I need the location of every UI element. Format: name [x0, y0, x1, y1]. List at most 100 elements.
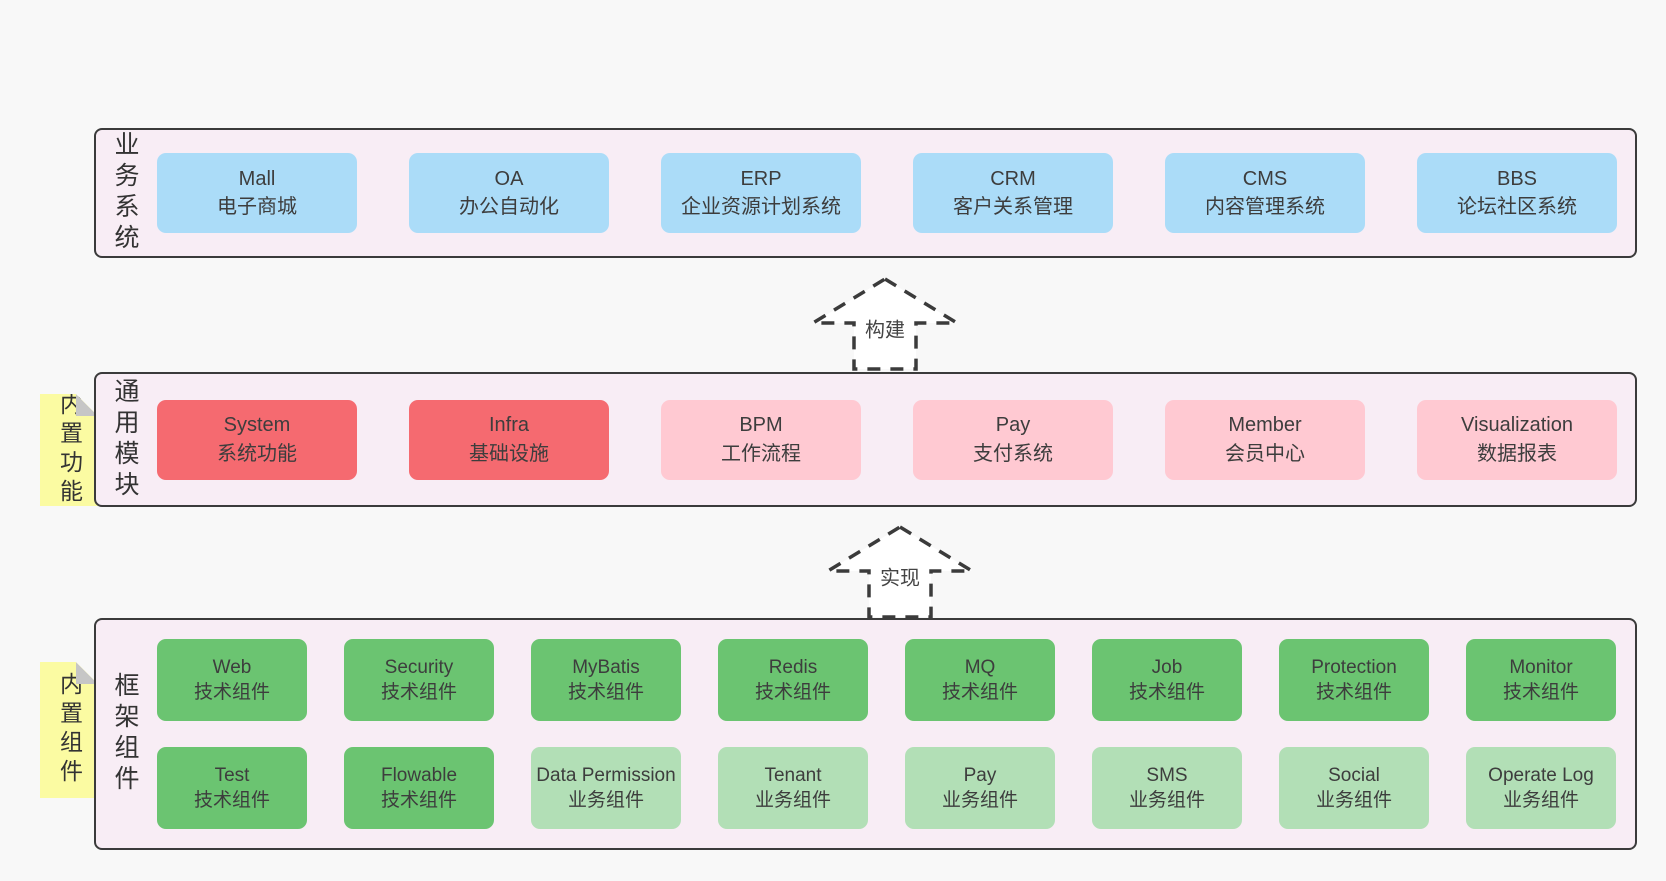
- components-row-2: Test 技术组件 Flowable 技术组件 Data Permission …: [157, 747, 1616, 829]
- box-subtitle: 企业资源计划系统: [681, 196, 841, 218]
- box-redis: Redis 技术组件: [718, 639, 868, 721]
- box-oa: OA 办公自动化: [409, 153, 609, 233]
- box-title: Monitor: [1509, 656, 1573, 678]
- box-subtitle: 业务组件: [1315, 790, 1392, 811]
- box-operate-log: Operate Log 业务组件: [1466, 747, 1616, 829]
- box-title: System: [223, 414, 291, 437]
- box-subtitle: 系统功能: [217, 442, 297, 465]
- arrow-build-label: 构建: [862, 312, 908, 344]
- box-title: Data Permission: [536, 764, 676, 786]
- panel-common-modules: 通用模块 System 系统功能 Infra 基础设施 BPM 工作流程 Pay…: [94, 372, 1637, 507]
- panel-label-modules: 通用模块: [111, 377, 139, 502]
- box-title: OA: [494, 167, 524, 190]
- sticky-label: 内置组件: [56, 672, 83, 788]
- box-title: MQ: [964, 656, 996, 678]
- box-subtitle: 办公自动化: [459, 196, 559, 218]
- box-title: Protection: [1311, 656, 1397, 678]
- box-title: BPM: [739, 414, 783, 437]
- box-subtitle: 会员中心: [1225, 442, 1305, 465]
- box-title: Infra: [488, 414, 530, 437]
- box-title: Member: [1228, 414, 1302, 437]
- box-subtitle: 技术组件: [754, 682, 831, 703]
- box-title: Job: [1151, 656, 1183, 678]
- box-title: Redis: [768, 656, 818, 678]
- panel-label-business: 业务系统: [111, 131, 139, 255]
- box-title: Tenant: [764, 764, 822, 786]
- box-subtitle: 技术组件: [193, 682, 270, 703]
- sticky-note-builtin-functions: 内置功能: [40, 394, 98, 506]
- box-subtitle: 客户关系管理: [953, 196, 1073, 218]
- box-protection: Protection 技术组件: [1279, 639, 1429, 721]
- box-test: Test 技术组件: [157, 747, 307, 829]
- box-subtitle: 基础设施: [469, 442, 549, 465]
- box-visualization: Visualization 数据报表: [1417, 399, 1617, 480]
- box-subtitle: 业务组件: [1128, 790, 1205, 811]
- box-title: Visualization: [1461, 414, 1573, 437]
- panel-framework-components: 框架组件 Web 技术组件 Security 技术组件 MyBatis 技术组件…: [94, 618, 1637, 850]
- box-title: Operate Log: [1488, 764, 1594, 786]
- box-erp: ERP 企业资源计划系统: [661, 153, 861, 233]
- box-web: Web 技术组件: [157, 639, 307, 721]
- arrow-implement-up: 实现: [825, 524, 975, 620]
- box-subtitle: 技术组件: [567, 682, 644, 703]
- box-title: ERP: [740, 167, 782, 190]
- box-title: SMS: [1146, 764, 1188, 786]
- box-title: Social: [1328, 764, 1380, 786]
- box-system: System 系统功能: [157, 399, 357, 480]
- box-monitor: Monitor 技术组件: [1466, 639, 1616, 721]
- box-subtitle: 电子商城: [217, 196, 297, 218]
- box-social: Social 业务组件: [1279, 747, 1429, 829]
- box-subtitle: 工作流程: [721, 442, 801, 465]
- modules-box-row: System 系统功能 Infra 基础设施 BPM 工作流程 Pay 支付系统…: [157, 399, 1617, 480]
- box-subtitle: 技术组件: [941, 682, 1018, 703]
- box-subtitle: 技术组件: [1315, 682, 1392, 703]
- arrow-build-up: 构建: [810, 276, 960, 372]
- components-row-1: Web 技术组件 Security 技术组件 MyBatis 技术组件 Redi…: [157, 639, 1616, 721]
- box-subtitle: 技术组件: [1502, 682, 1579, 703]
- box-crm: CRM 客户关系管理: [913, 153, 1113, 233]
- components-box-rows: Web 技术组件 Security 技术组件 MyBatis 技术组件 Redi…: [157, 639, 1616, 829]
- box-security: Security 技术组件: [344, 639, 494, 721]
- box-subtitle: 业务组件: [1502, 790, 1579, 811]
- panel-label-components: 框架组件: [111, 672, 139, 796]
- box-subtitle: 业务组件: [754, 790, 831, 811]
- box-flowable: Flowable 技术组件: [344, 747, 494, 829]
- box-subtitle: 业务组件: [567, 790, 644, 811]
- panel-business-systems: 业务系统 Mall 电子商城 OA 办公自动化 ERP 企业资源计划系统 CRM…: [94, 128, 1637, 258]
- box-subtitle: 论坛社区系统: [1457, 196, 1577, 218]
- box-subtitle: 支付系统: [973, 442, 1053, 465]
- box-mq: MQ 技术组件: [905, 639, 1055, 721]
- arrow-implement-label: 实现: [877, 560, 923, 592]
- box-subtitle: 技术组件: [1128, 682, 1205, 703]
- box-mybatis: MyBatis 技术组件: [531, 639, 681, 721]
- business-box-row: Mall 电子商城 OA 办公自动化 ERP 企业资源计划系统 CRM 客户关系…: [157, 153, 1617, 233]
- box-subtitle: 业务组件: [941, 790, 1018, 811]
- box-title: Test: [214, 764, 250, 786]
- box-infra: Infra 基础设施: [409, 399, 609, 480]
- box-title: Security: [384, 656, 454, 678]
- box-subtitle: 技术组件: [193, 790, 270, 811]
- box-cms: CMS 内容管理系统: [1165, 153, 1365, 233]
- box-bpm: BPM 工作流程: [661, 399, 861, 480]
- box-subtitle: 技术组件: [380, 682, 457, 703]
- box-bbs: BBS 论坛社区系统: [1417, 153, 1617, 233]
- box-member: Member 会员中心: [1165, 399, 1365, 480]
- box-subtitle: 数据报表: [1477, 442, 1557, 465]
- box-title: MyBatis: [572, 656, 640, 678]
- box-title: Flowable: [380, 764, 458, 786]
- box-title: BBS: [1496, 167, 1538, 190]
- box-title: Pay: [995, 414, 1031, 437]
- box-title: Pay: [963, 764, 997, 786]
- box-title: CMS: [1242, 167, 1288, 190]
- box-pay: Pay 支付系统: [913, 399, 1113, 480]
- box-sms: SMS 业务组件: [1092, 747, 1242, 829]
- box-pay-biz: Pay 业务组件: [905, 747, 1055, 829]
- box-mall: Mall 电子商城: [157, 153, 357, 233]
- box-subtitle: 技术组件: [380, 790, 457, 811]
- box-title: CRM: [990, 167, 1036, 190]
- box-data-permission: Data Permission 业务组件: [531, 747, 681, 829]
- box-title: Mall: [238, 167, 276, 190]
- sticky-note-builtin-components: 内置组件: [40, 662, 98, 798]
- box-title: Web: [212, 656, 252, 678]
